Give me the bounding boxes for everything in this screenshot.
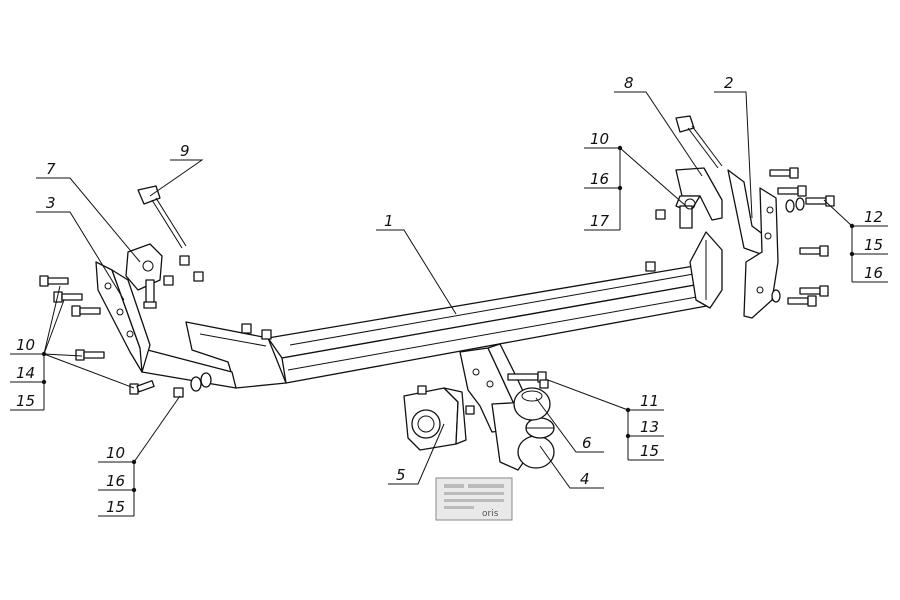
right-stack-c-3: 15 [640, 442, 659, 460]
left-stack-a-3: 15 [16, 392, 35, 410]
right-stack-b-3: 16 [864, 264, 883, 282]
left-stack-b-2: 16 [106, 472, 125, 490]
ball-cover [513, 387, 551, 421]
nameplate-brand: oris [482, 509, 499, 519]
crossbeam [185, 231, 723, 389]
right-stack-c-1: 11 [640, 392, 659, 410]
left-stack-b-1: 10 [106, 444, 125, 462]
callout-4: 4 [580, 470, 590, 488]
fasteners [39, 167, 835, 415]
callout-3: 3 [46, 194, 56, 212]
tow-ball [517, 417, 555, 469]
left-stack-a-1: 10 [16, 336, 35, 354]
left-small-link [137, 185, 187, 249]
callout-1: 1 [384, 212, 394, 230]
right-inner-bracket [675, 167, 723, 229]
callout-2: 2 [724, 74, 734, 92]
left-stack-b-3: 15 [106, 498, 125, 516]
right-stack-a-2: 16 [590, 170, 609, 188]
right-stack-c-2: 13 [640, 418, 659, 436]
right-small-link [675, 115, 723, 169]
callout-8: 8 [624, 74, 634, 92]
socket-bracket [403, 387, 467, 451]
callout-6: 6 [582, 434, 592, 452]
left-stack-a-2: 14 [16, 364, 35, 382]
right-stack-b-2: 15 [864, 236, 883, 254]
leader-lines [10, 91, 888, 517]
right-stack-b-1: 12 [864, 208, 883, 226]
name-plate: oris [435, 477, 513, 521]
right-stack-a-1: 10 [590, 130, 609, 148]
right-side-bracket [727, 169, 779, 319]
callout-7: 7 [46, 160, 56, 178]
right-stack-a-3: 17 [590, 212, 610, 230]
callout-labels: 1 2 3 4 5 6 7 8 9 10 16 17 12 15 16 11 1… [16, 74, 883, 516]
callout-5: 5 [396, 466, 406, 484]
callout-9: 9 [180, 142, 190, 160]
